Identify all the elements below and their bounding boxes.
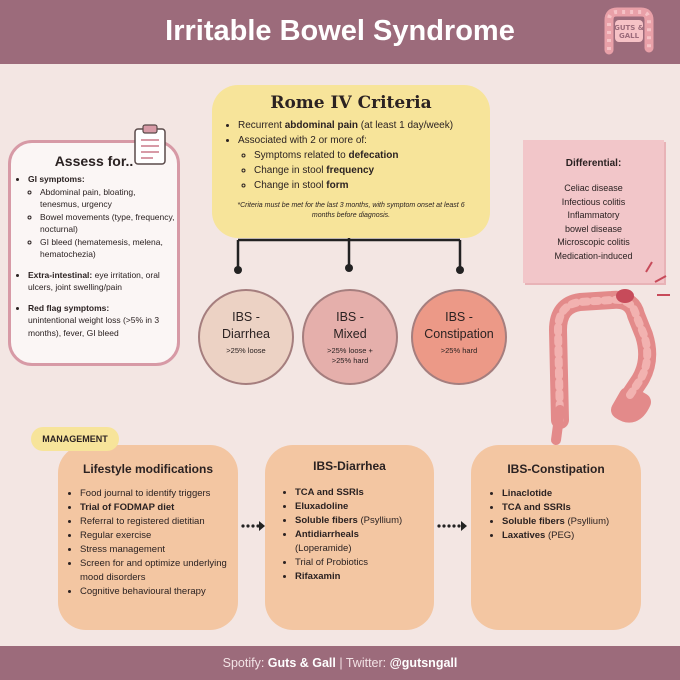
constipation-treatment-item: Laxatives (PEG) [502,529,637,543]
lifestyle-item: Referral to registered dietitian [80,515,230,529]
svg-text:GUTS &: GUTS & [614,24,644,32]
differential-item: Microscopic colitis [557,237,630,247]
lifestyle-item: Regular exercise [80,529,230,543]
constipation-treatment-item: Soluble fibers (Psyllium) [502,515,637,529]
differential-item: Celiac disease [564,183,623,193]
lifestyle-modifications-card: Lifestyle modifications Food journal to … [58,445,238,630]
connector-dot [345,264,353,272]
intestine-logo-icon: GUTS & GALL [604,7,654,55]
differential-item: Medication-induced [554,250,633,261]
rome-branch-connector [236,238,462,268]
connector-dot [456,266,464,274]
rome-footnote: *Criteria must be met for the last 3 mon… [237,202,465,219]
assess-title: Assess for.. [54,153,134,169]
gi-symptom-item: Abdominal pain, bloating, tenesmus, urge… [40,186,176,211]
rome-iv-criteria-box: Rome IV Criteria Recurrent abdominal pai… [212,85,490,238]
diarrhea-treatment-item: Antidiarrheals (Loperamide) [295,528,425,556]
colon-illustration-icon [549,261,670,445]
differential-box: Differential: Celiac disease Infectious … [523,140,664,283]
clipboard-icon [134,124,166,165]
ibs-mixed-circle: IBS -Mixed >25% loose +>25% hard [302,289,398,385]
diarrhea-treatment-item: Soluble fibers (Psyllium) [295,514,425,528]
diarrhea-treatment-item: Trial of Probiotics [295,556,425,570]
twitter-handle: @gutsngall [389,656,458,670]
rome-subitem: Symptoms related to defecation [254,148,453,163]
spotify-podcast-name: Guts & Gall [267,656,336,670]
dotted-arrow-icon [437,521,467,531]
red-flag-section: Red flag symptoms:unintentional weight l… [28,302,176,340]
ibs-constipation-circle: IBS -Constipation >25% hard [411,289,507,385]
diarrhea-treatment-item: TCA and SSRIs [295,486,425,500]
lifestyle-item: Food journal to identify triggers [80,487,230,501]
differential-title: Differential: [565,158,622,169]
constipation-treatment-item: TCA and SSRIs [502,501,637,515]
ibs-diarrhea-treatment-card: IBS-Diarrhea TCA and SSRIs Eluxadoline S… [265,445,434,630]
lifestyle-item: Cognitive behavioural therapy [80,585,230,599]
rome-title: Rome IV Criteria [270,93,432,113]
diarrhea-treatment-item: Rifaxamin [295,570,425,584]
constipation-treatment-item: Linaclotide [502,487,637,501]
gi-symptoms-section: GI symptoms: Abdominal pain, bloating, t… [28,173,176,261]
constipation-treatment-title: IBS-Constipation [507,462,605,476]
connector-dot [234,266,242,274]
differential-item: bowel disease [564,223,623,234]
diarrhea-treatment-item: Eluxadoline [295,500,425,514]
rome-subitem: Change in stool form [254,178,453,193]
rome-item: Associated with 2 or more of: Symptoms r… [238,133,453,193]
lifestyle-item: Trial of FODMAP diet [80,501,230,515]
page-title: Irritable Bowel Syndrome [165,15,515,47]
differential-item: Inflammatory [567,210,620,220]
management-tag: MANAGEMENT [31,427,119,451]
svg-text:GALL: GALL [619,32,640,40]
lifestyle-item: Stress management [80,543,230,557]
dotted-arrow-icon [241,521,265,531]
footer-bar: Spotify: Guts & Gall | Twitter: @gutsnga… [0,646,680,680]
differential-item: Infectious colitis [561,196,626,207]
extra-intestinal-section: Extra-intestinal: eye irritation, oral u… [28,269,176,294]
gi-symptom-item: Bowel movements (type, frequency, noctur… [40,211,176,236]
ibs-constipation-treatment-card: IBS-Constipation Linaclotide TCA and SSR… [471,445,641,630]
assess-for-box: Assess for.. GI symptoms: Abdominal pain… [8,140,180,366]
lifestyle-item: Screen for and optimize underlying mood … [80,557,230,585]
diarrhea-treatment-title: IBS-Diarrhea [313,459,386,473]
lifestyle-title: Lifestyle modifications [82,462,214,476]
rome-item: Recurrent abdominal pain (at least 1 day… [238,118,453,133]
rome-subitem: Change in stool frequency [254,163,453,178]
gi-symptom-item: GI bleed (hematemesis, melena, hematoche… [40,236,176,261]
ibs-diarrhea-circle: IBS -Diarrhea >25% loose [198,289,294,385]
header-banner: Irritable Bowel Syndrome GUTS & GALL [0,0,680,64]
spotify-label: Spotify: [222,656,268,670]
rome-criteria-list: Recurrent abdominal pain (at least 1 day… [238,118,453,193]
footer-separator: | Twitter: [335,656,390,670]
